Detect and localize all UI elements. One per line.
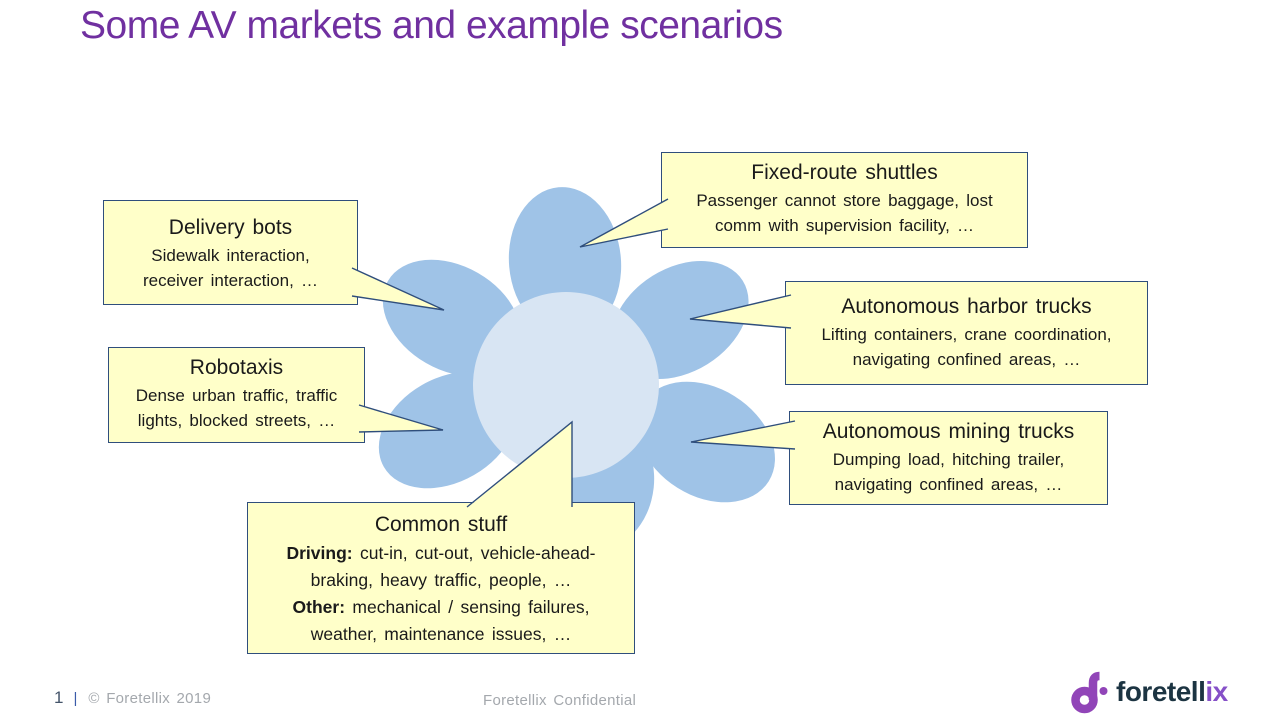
footer-separator: | bbox=[73, 690, 78, 707]
callout-title: Autonomous mining trucks bbox=[822, 420, 1075, 443]
callout-line: receiver interaction, … bbox=[142, 271, 319, 290]
logo-wordmark-dark: foretell bbox=[1116, 676, 1206, 707]
callout-line: Dumping load, hitching trailer, bbox=[832, 450, 1065, 469]
callout-line-text: weather, maintenance issues, … bbox=[310, 624, 572, 644]
callout-title: Delivery bots bbox=[168, 216, 293, 239]
callout-line: Dense urban traffic, traffic bbox=[135, 386, 338, 405]
page-title: Some AV markets and example scenarios bbox=[80, 4, 783, 47]
callout-line: Driving: cut-in, cut-out, vehicle-ahead- bbox=[248, 540, 634, 567]
callout-line: braking, heavy traffic, people, … bbox=[248, 567, 634, 594]
tail-robotaxis bbox=[359, 405, 443, 432]
callout-common-stuff: Common stuff Driving: cut-in, cut-out, v… bbox=[247, 502, 635, 654]
callout-title: Common stuff bbox=[374, 513, 508, 536]
foretellix-logo: foretellix bbox=[1071, 669, 1228, 715]
callout-line: Other: mechanical / sensing failures, bbox=[248, 594, 634, 621]
callout-line: Lifting containers, crane coordination, bbox=[821, 325, 1112, 344]
tail-delivery bbox=[352, 268, 444, 310]
callout-line-text: mechanical / sensing failures, bbox=[345, 597, 590, 617]
foretellix-logo-icon bbox=[1071, 671, 1108, 714]
callout-autonomous-harbor-trucks: Autonomous harbor trucks Lifting contain… bbox=[785, 281, 1148, 385]
footer: 1 | © Foretellix 2019 bbox=[54, 688, 211, 708]
page-number: 1 bbox=[54, 688, 64, 707]
callout-robotaxis: Robotaxis Dense urban traffic, traffic l… bbox=[108, 347, 365, 443]
tail-harbor bbox=[690, 295, 791, 328]
callout-title: Robotaxis bbox=[189, 356, 284, 379]
callout-line: lights, blocked streets, … bbox=[137, 411, 336, 430]
callout-delivery-bots: Delivery bots Sidewalk interaction, rece… bbox=[103, 200, 358, 305]
callout-fixed-route-shuttles: Fixed-route shuttles Passenger cannot st… bbox=[661, 152, 1028, 248]
callout-line-label: Other: bbox=[292, 597, 346, 617]
tail-mining bbox=[691, 421, 795, 449]
logo-wordmark: foretellix bbox=[1116, 676, 1228, 708]
flower-center bbox=[473, 292, 659, 478]
callout-line-text: cut-in, cut-out, vehicle-ahead- bbox=[352, 543, 596, 563]
tail-common bbox=[467, 422, 572, 508]
callout-line: weather, maintenance issues, … bbox=[248, 621, 634, 648]
callout-line: comm with supervision facility, … bbox=[714, 216, 975, 235]
callout-line: navigating confined areas, … bbox=[852, 350, 1081, 369]
callout-title: Fixed-route shuttles bbox=[751, 161, 938, 184]
confidential-text: Foretellix Confidential bbox=[483, 692, 637, 709]
copyright-text: © Foretellix 2019 bbox=[88, 690, 212, 707]
callout-autonomous-mining-trucks: Autonomous mining trucks Dumping load, h… bbox=[789, 411, 1108, 505]
callout-line: Sidewalk interaction, bbox=[151, 246, 310, 265]
callout-line-label: Driving: bbox=[286, 543, 353, 563]
callout-line: Passenger cannot store baggage, lost bbox=[696, 191, 993, 210]
logo-wordmark-accent: ix bbox=[1205, 676, 1228, 707]
callout-line: navigating confined areas, … bbox=[834, 475, 1063, 494]
callout-title: Autonomous harbor trucks bbox=[841, 295, 1092, 318]
callout-line-text: braking, heavy traffic, people, … bbox=[310, 570, 572, 590]
tail-fixed-route bbox=[580, 199, 668, 247]
